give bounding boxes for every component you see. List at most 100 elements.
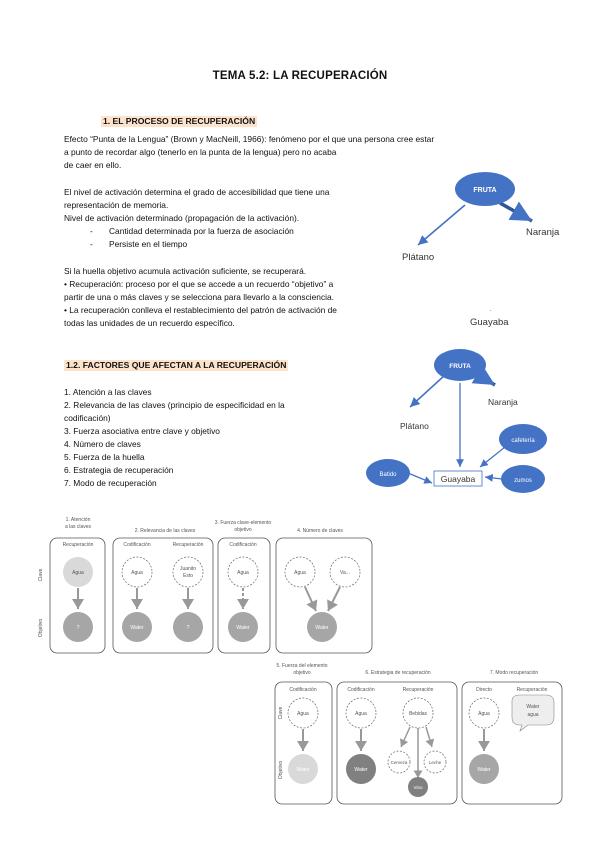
panel4-target-label: Water bbox=[315, 625, 328, 631]
node-fruta bbox=[455, 172, 515, 206]
panel6-cue-node-1 bbox=[345, 697, 377, 729]
panel4-cue-label-2: Va... bbox=[340, 570, 350, 576]
panel6-cue-label-1: Agua bbox=[355, 711, 367, 717]
bullet-dash-2: - bbox=[90, 239, 93, 249]
panel5-cue-node bbox=[287, 697, 319, 729]
panel3-title: objetivo bbox=[234, 527, 251, 533]
panel1-cue-label: Agua bbox=[72, 570, 84, 576]
panel7-speech-bubble bbox=[511, 694, 555, 732]
panel4-arrow-2 bbox=[327, 586, 341, 612]
panel2-cue-label-1: Agua bbox=[131, 570, 143, 576]
side-label-clave: Clave bbox=[278, 706, 284, 719]
label-guayaba: Guayaba bbox=[441, 474, 476, 484]
panel6-cue-label-2: Bebidas bbox=[409, 711, 428, 717]
panel4-cue-node-2 bbox=[329, 556, 361, 588]
bullet-item-1: Cantidad determinada por la fuerza de as… bbox=[109, 226, 294, 236]
panel2-target-label-2: ? bbox=[187, 625, 190, 631]
panel2-box bbox=[112, 537, 214, 654]
nivel-line-2: representación de memoria. bbox=[64, 200, 169, 210]
panel3-cue-node bbox=[227, 556, 259, 588]
recuperacion-line-4: todas las unidades de un recuerdo especí… bbox=[64, 318, 235, 328]
efecto-line-1: Efecto “Punta de la Lengua” (Brown y Mac… bbox=[64, 134, 435, 144]
panel6-col2: Recuperación bbox=[403, 687, 434, 693]
page-title: TEMA 5.2: LA RECUPERACIÓN bbox=[212, 70, 388, 82]
panel7-target-label: Water bbox=[477, 767, 490, 773]
panel2-cue-label-2a: Juanito bbox=[180, 566, 196, 572]
panel6-sub-label-1: Cerveza bbox=[391, 760, 408, 765]
panel3-target-label: Water bbox=[236, 625, 249, 631]
link-batido bbox=[407, 472, 433, 484]
side-label-objetivo: Objetivo bbox=[38, 619, 44, 638]
link-naranja bbox=[499, 201, 533, 223]
panel7-bubble-label-1: Water bbox=[526, 704, 539, 710]
panel2-cue-node-1 bbox=[121, 556, 153, 588]
panel6-box bbox=[336, 681, 458, 805]
guayaba-box bbox=[433, 470, 483, 487]
fruit-network-diagram-2: FRUTA Naranja Plátano Guayaba cafetería … bbox=[366, 349, 547, 493]
factor-item: 7. Modo de recuperación bbox=[64, 478, 157, 488]
panel7-cue-label: Agua bbox=[478, 711, 490, 717]
panel7-bubble-label-2: agua bbox=[527, 712, 538, 718]
bullet-item-2: Persiste en el tiempo bbox=[109, 239, 188, 249]
panel1-col: Recuperación bbox=[63, 542, 94, 548]
side-label-clave: Clave bbox=[38, 568, 44, 581]
node-zumos-label: zumos bbox=[514, 478, 532, 484]
efecto-line-2: a punto de recordar algo (tenerlo en la … bbox=[64, 147, 337, 157]
node-cafeteria bbox=[499, 424, 547, 454]
node-zumos bbox=[501, 465, 545, 493]
label-platano: Plátano bbox=[400, 421, 429, 431]
panel1-title: a las claves bbox=[65, 524, 92, 530]
panel6-title: 6. Estrategia de recuperación bbox=[365, 670, 431, 676]
panel6-arrow-2 bbox=[399, 726, 411, 748]
panel5-cue-label: Agua bbox=[297, 711, 309, 717]
panel3-col: Codificación bbox=[229, 542, 256, 548]
fruit-network-diagram-1: FRUTA Naranja Plátano . Guayaba bbox=[402, 172, 560, 328]
factor-item: 2. Relevancia de las claves (principio d… bbox=[64, 400, 285, 410]
section-heading-2: 1.2. FACTORES QUE AFECTAN A LA RECUPERAC… bbox=[64, 360, 289, 371]
panel7-title: 7. Modo recuperación bbox=[490, 670, 539, 676]
panel3-cue-label: Agua bbox=[237, 570, 249, 576]
panel4-cue-node-1 bbox=[284, 556, 316, 588]
panel6-col1: Codificación bbox=[347, 687, 374, 693]
panel6-cue-node-2 bbox=[402, 697, 434, 729]
recuperacion-line-2: partir de una o más claves y se seleccio… bbox=[64, 292, 334, 302]
panel4-arrow-1 bbox=[304, 586, 318, 612]
panel7-target-node bbox=[469, 754, 499, 784]
side-label-objetivo: Objetivo bbox=[278, 761, 284, 780]
panel2-title: 2. Relevancia de las claves bbox=[135, 528, 196, 534]
label-naranja: Naranja bbox=[526, 227, 560, 238]
panel2-target-node-1 bbox=[122, 612, 152, 642]
link-platano bbox=[409, 374, 446, 408]
panel6-sub-node-2 bbox=[423, 750, 447, 774]
panel5-title: objetivo bbox=[293, 670, 310, 676]
panel6-sub-node-3 bbox=[408, 777, 428, 797]
panel6-arrow-3 bbox=[425, 726, 435, 748]
node-cafeteria-label: cafetería bbox=[511, 438, 535, 444]
panel2-col2: Recuperación bbox=[173, 542, 204, 548]
dot-mark: . bbox=[490, 307, 492, 313]
huella-line: Si la huella objetivo acumula activación… bbox=[64, 266, 307, 276]
panel2-cue-label-2b: Esto bbox=[183, 573, 193, 579]
panel5-target-node bbox=[288, 754, 318, 784]
panel3-box bbox=[217, 537, 271, 654]
panel1-cue-node bbox=[63, 557, 93, 587]
panel7-cue-node bbox=[468, 697, 500, 729]
nivel-line-1: El nivel de activación determina el grad… bbox=[64, 187, 330, 197]
panel6-sub-node-1 bbox=[387, 750, 411, 774]
panel2-cue-node-2 bbox=[172, 556, 204, 588]
panel7-col1: Directo bbox=[476, 687, 492, 693]
node-fruta bbox=[434, 349, 486, 381]
node-batido-label: Batido bbox=[379, 472, 397, 478]
efecto-line-3: de caer en ello. bbox=[64, 160, 122, 170]
panel2-target-node-2 bbox=[173, 612, 203, 642]
node-batido bbox=[366, 459, 410, 487]
label-platano: Plátano bbox=[402, 252, 434, 263]
panel2-col1: Codificación bbox=[123, 542, 150, 548]
panel6-target-node-1 bbox=[346, 754, 376, 784]
factor-item: 1. Atención a las claves bbox=[64, 387, 152, 397]
bullet-dash-1: - bbox=[90, 226, 93, 236]
panel5-box bbox=[274, 681, 333, 805]
panel4-title: 4. Número de claves bbox=[297, 528, 343, 534]
factor-item: 6. Estrategia de recuperación bbox=[64, 465, 174, 475]
nivel-line-3: Nivel de activación determinado (propaga… bbox=[64, 213, 300, 223]
